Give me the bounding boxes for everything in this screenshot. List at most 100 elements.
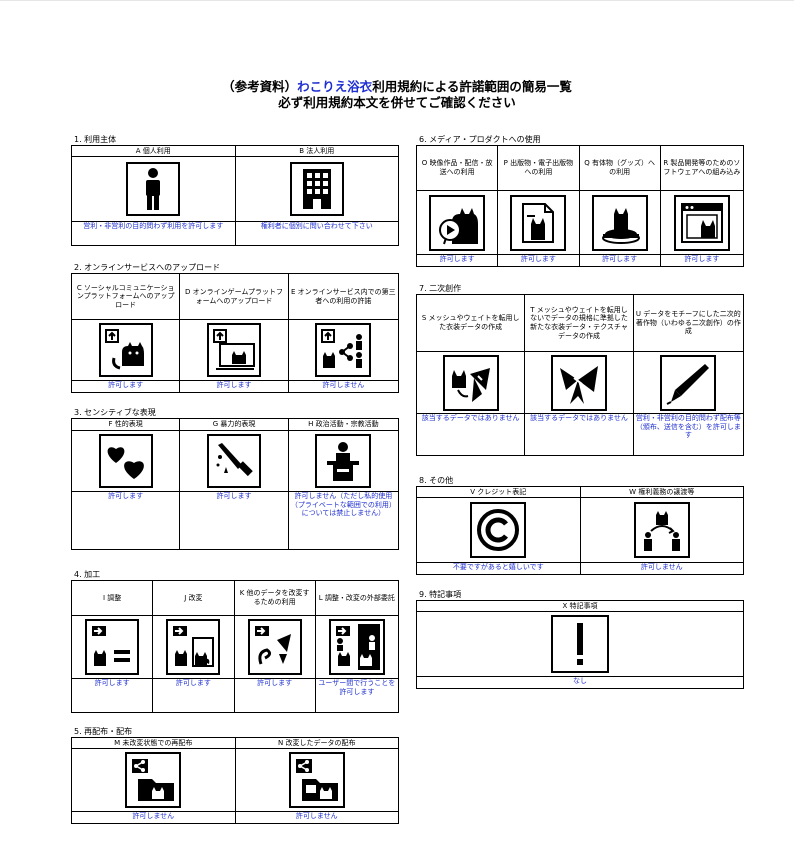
- section-processing: 4. 加工 I 調整 許可します J 改変 許可します K 他のデータを改変する…: [71, 569, 399, 713]
- item-answer: 許可しません: [235, 811, 398, 823]
- item-answer: 営利・非営利の目的問わず利用を許可します: [72, 221, 235, 245]
- section-usage-subject: 1. 利用主体 A 個人利用 営利・非営利の目的問わず利用を許可します B 法人…: [71, 134, 399, 246]
- page-title: （参考資料）わこりえ浴衣利用規約による許諾範囲の簡易一覧: [0, 78, 794, 95]
- item-header: O 映像作品・配信・放送への利用: [417, 146, 498, 191]
- section-grid: O 映像作品・配信・放送への利用 許可します P 出版物・電子出版物への利用 許…: [416, 145, 744, 267]
- knife-icon: [180, 431, 287, 491]
- item-header: W 権利義務の譲渡等: [580, 487, 743, 498]
- section-grid: S メッシュやウェイトを転用した衣装データの作成 該当するデータではありません …: [416, 294, 745, 456]
- share-third-party-icon: [289, 320, 398, 380]
- section-label: 3. センシティブな表現: [74, 408, 156, 417]
- modify-icon: [153, 616, 233, 678]
- section-label: 1. 利用主体: [74, 135, 117, 144]
- item-q: Q 有体物（グッズ）への利用 許可します: [579, 146, 661, 266]
- item-m: M 未改変状態での再配布 許可しません: [72, 738, 236, 823]
- item-answer: 許可しません: [72, 811, 235, 823]
- item-s: S メッシュやウェイトを転用した衣装データの作成 該当するデータではありません: [417, 295, 526, 455]
- section-label: 4. 加工: [74, 570, 101, 579]
- item-header: P 出版物・電子出版物への利用: [498, 146, 579, 191]
- section-media: 6. メディア・プロダクトへの使用 O 映像作品・配信・放送への利用 許可します…: [416, 134, 744, 267]
- section-online-upload: 2. オンラインサービスへのアップロード C ソーシャルコミュニケーションプラッ…: [71, 262, 400, 393]
- podium-icon: [289, 431, 398, 491]
- item-header: M 未改変状態での再配布: [72, 738, 235, 749]
- item-a: A 個人利用 営利・非営利の目的問わず利用を許可します: [72, 146, 236, 245]
- section-label: 5. 再配布・配布: [74, 727, 133, 736]
- item-header: L 調整・改変の外部委託: [315, 581, 398, 616]
- item-answer: 不要ですがあると嬉しいです: [417, 562, 580, 574]
- section-grid: I 調整 許可します J 改変 許可します K 他のデータを改変するための利用: [71, 580, 399, 713]
- adjust-icon: [72, 616, 152, 678]
- section-grid: M 未改変状態での再配布 許可しません N 改変したデータの配布 許可しません: [71, 737, 399, 824]
- item-answer: 許可します: [72, 491, 180, 549]
- item-answer: 許可します: [153, 678, 234, 712]
- item-header: D オンラインゲームプラットフォームへのアップロード: [180, 274, 288, 320]
- item-header: S メッシュやウェイトを転用した衣装データの作成: [417, 295, 525, 352]
- cat-ribbon-icon: [417, 352, 524, 413]
- item-f: F 性的表現 許可します: [72, 419, 181, 549]
- building-icon: [236, 157, 399, 221]
- item-n: N 改変したデータの配布 許可しません: [235, 738, 399, 823]
- item-answer: ユーザー間で行うことを許可します: [315, 678, 398, 712]
- outsource-icon: [316, 616, 398, 678]
- copyright-icon: [417, 498, 580, 562]
- section-label: 7. 二次創作: [419, 284, 462, 293]
- pen-icon: [634, 352, 743, 413]
- item-answer: 許可します: [660, 254, 743, 266]
- item-x: X 特記事項 なし: [417, 601, 744, 688]
- video-cat-icon: [417, 191, 497, 254]
- item-w: W 権利義務の譲渡等 許可しません: [580, 487, 744, 574]
- item-header: K 他のデータを改変するための利用: [234, 581, 315, 616]
- item-c: C ソーシャルコミュニケーションプラットフォームへのアップロード 許可します: [72, 274, 181, 392]
- folder-share-icon: [72, 749, 235, 811]
- item-header: N 改変したデータの配布: [235, 738, 398, 749]
- item-v: V クレジット表記 不要ですがあると嬉しいです: [417, 487, 581, 574]
- item-header: F 性的表現: [72, 419, 180, 431]
- section-grid: F 性的表現 許可します G 暴力的表現 許可します H 政治活動・宗教活動: [71, 418, 400, 550]
- document-cat-icon: [498, 191, 578, 254]
- item-k: K 他のデータを改変するための利用 許可します: [234, 581, 316, 712]
- item-header: E オンラインサービス内での第三者への利用の許諾: [288, 274, 399, 320]
- item-answer: 許可しません（ただし私的使用（プライベートな範囲での利用）については禁止しません…: [288, 491, 399, 549]
- item-header: V クレジット表記: [417, 487, 580, 498]
- person-icon: [72, 157, 235, 221]
- title-prefix: （参考資料）: [222, 79, 298, 94]
- item-d: D オンラインゲームプラットフォームへのアップロード 許可します: [180, 274, 289, 392]
- item-o: O 映像作品・配信・放送への利用 許可します: [417, 146, 499, 266]
- item-b: B 法人利用 権利者に個別に問い合わせて下さい: [235, 146, 399, 245]
- item-answer: 許可します: [579, 254, 660, 266]
- page-top-border: [0, 0, 794, 1]
- section-special-notes: 9. 特記事項 X 特記事項 なし: [416, 589, 744, 689]
- item-i: I 調整 許可します: [72, 581, 154, 712]
- item-j: J 改変 許可します: [153, 581, 235, 712]
- section-grid: A 個人利用 営利・非営利の目的問わず利用を許可します B 法人利用 権利者に個…: [71, 145, 399, 246]
- item-header: C ソーシャルコミュニケーションプラットフォームへのアップロード: [72, 274, 180, 320]
- item-answer: 該当するデータではありません: [417, 413, 525, 455]
- section-sensitive: 3. センシティブな表現 F 性的表現 許可します G 暴力的表現 許可します …: [71, 407, 400, 550]
- title-brand: わこりえ浴衣: [297, 79, 373, 94]
- item-answer: 許可しません: [580, 562, 743, 574]
- section-redistribution: 5. 再配布・配布 M 未改変状態での再配布 許可しません N 改変したデータの…: [71, 726, 399, 824]
- item-header: X 特記事項: [417, 601, 743, 612]
- item-answer: 営利・非営利の目的問わず配布等（頒布、送信を含む）を許可します: [633, 413, 744, 455]
- section-grid: V クレジット表記 不要ですがあると嬉しいです W 権利義務の譲渡等 許可しませ…: [416, 486, 744, 575]
- item-header: J 改変: [153, 581, 234, 616]
- item-u: U データをモチーフにした二次的著作物（いわゆる二次創作）の作成 営利・非営利の…: [633, 295, 745, 455]
- title-rest: 利用規約による許諾範囲の簡易一覧: [372, 79, 572, 94]
- item-answer: なし: [417, 676, 743, 688]
- item-header: G 暴力的表現: [180, 419, 288, 431]
- exclamation-icon: [417, 612, 743, 676]
- section-other: 8. その他 V クレジット表記 不要ですがあると嬉しいです W 権利義務の譲渡…: [416, 475, 744, 575]
- section-label: 8. その他: [419, 476, 454, 485]
- item-answer: 該当するデータではありません: [525, 413, 633, 455]
- ribbon-icon: [525, 352, 632, 413]
- section-derivative: 7. 二次創作 S メッシュやウェイトを転用した衣装データの作成 該当するデータ…: [416, 283, 745, 456]
- section-label: 6. メディア・プロダクトへの使用: [419, 135, 541, 144]
- item-t: T メッシュやウェイトを転用しないでデータの規格に準拠した新たな衣装データ・テク…: [525, 295, 634, 455]
- page-subtitle: 必ず利用規約本文を併せてご確認ください: [278, 95, 516, 110]
- section-label: 9. 特記事項: [419, 590, 462, 599]
- item-header: B 法人利用: [235, 146, 398, 157]
- section-label: 2. オンラインサービスへのアップロード: [74, 263, 221, 272]
- item-header: R 製品開発等のためのソフトウェアへの組み込み: [660, 146, 743, 191]
- section-grid: X 特記事項 なし: [416, 600, 744, 689]
- item-header: A 個人利用: [72, 146, 235, 157]
